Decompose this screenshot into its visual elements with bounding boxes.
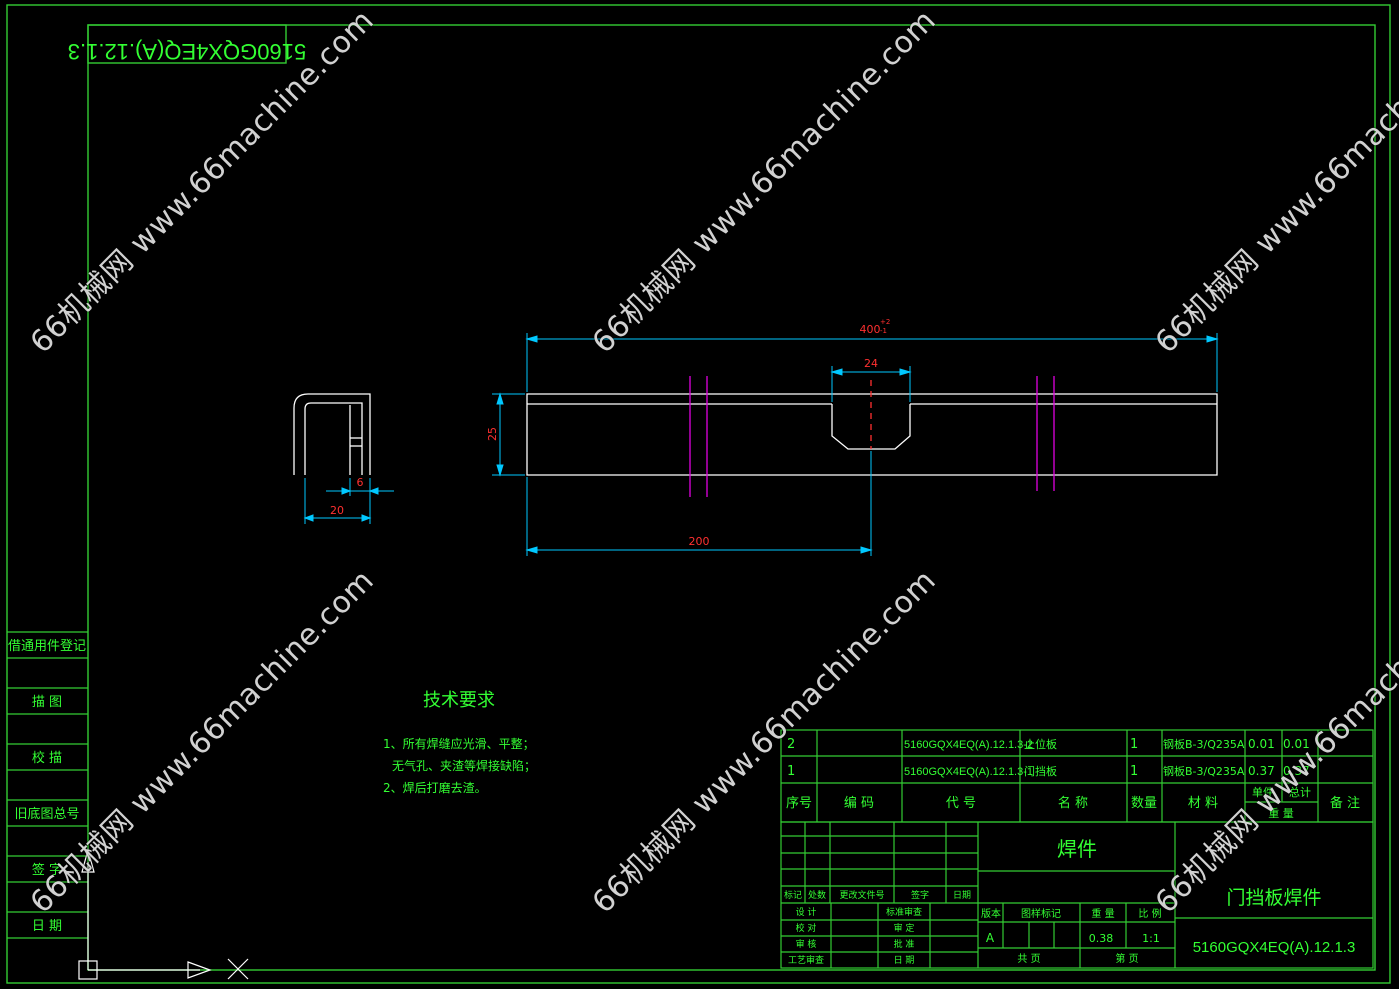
- dim-height: 25: [486, 427, 499, 441]
- stage-header: 图样标记: [1021, 907, 1061, 920]
- notes-title: 技术要求: [423, 690, 495, 711]
- header-remark: 备 注: [1330, 795, 1360, 811]
- title-strip-text: 5160GQX4EQ(A).12.1.3: [68, 39, 306, 64]
- title-block-text: 焊件 门挡板焊件 5160GQX4EQ(A).12.1.3: [1057, 837, 1355, 956]
- stage-header: 比 例: [1138, 907, 1161, 920]
- side-stamp-column: [7, 631, 88, 939]
- outer-border: [6, 4, 1391, 984]
- header-drawing-no: 代 号: [946, 796, 976, 811]
- bom-name: 门挡板: [1024, 764, 1057, 778]
- sign-label: 设 计: [796, 906, 817, 918]
- sign-label: 工艺审查: [788, 954, 824, 966]
- header-code: 编 码: [844, 796, 874, 811]
- drawing-frame: [6, 4, 1391, 984]
- sign-labels: 设 计 校 对 审 核 工艺审查 标准审查 审 定 批 准 日 期: [788, 906, 922, 966]
- sign-label: 标准审查: [886, 906, 922, 918]
- rev-label: 处数: [808, 889, 826, 901]
- rev-label: 日期: [953, 890, 971, 901]
- ucs-origin-box: [78, 960, 98, 980]
- header-name: 名 称: [1058, 795, 1088, 811]
- bom-total-wt: 0.01: [1283, 737, 1310, 751]
- stamp-label: 描 图: [32, 695, 62, 710]
- table-row: 1 5160GQX4EQ(A).12.1.3-1 门挡板 1 钢板B-3/Q23…: [787, 764, 1310, 779]
- header-total: 总计: [1289, 785, 1311, 799]
- sign-label: 审 核: [796, 938, 817, 950]
- bom-seq: 2: [787, 737, 795, 752]
- dim-slot-position: 200: [689, 535, 710, 548]
- bom-unit-wt: 0.01: [1248, 737, 1275, 751]
- dim-side-width: 20: [330, 504, 344, 517]
- title-block: [780, 821, 1374, 969]
- table-row: 2 5160GQX4EQ(A).12.1.3-2 止位板 1 钢板B-3/Q23…: [787, 737, 1310, 752]
- title-drawing-no: 5160GQX4EQ(A).12.1.3: [1193, 939, 1356, 956]
- notes-line-2: 无气孔、夹渣等焊接缺陷；: [392, 758, 536, 773]
- sign-label: 校 对: [796, 922, 817, 934]
- bom-rows: 2 5160GQX4EQ(A).12.1.3-2 止位板 1 钢板B-3/Q23…: [787, 737, 1310, 779]
- dim-length-tol-upper: +2: [880, 318, 890, 326]
- stamp-label: 校 描: [32, 750, 62, 766]
- side-stamp-labels: 借通用件登记 描 图 校 描 旧底图总号 签 字 日 期: [8, 639, 86, 934]
- sign-label: 审 定: [894, 922, 915, 934]
- rev-label: 签字: [911, 889, 929, 901]
- dim-side-lip: 6: [357, 476, 364, 489]
- bom-material: 钢板B-3/Q235A: [1163, 764, 1245, 778]
- bom-drawing-no: 5160GQX4EQ(A).12.1.3-2: [904, 739, 1033, 751]
- title-strip-box: [87, 24, 287, 64]
- ucs-icon: [78, 847, 212, 980]
- part-type: 焊件: [1057, 837, 1097, 861]
- dim-overall-length: 400 +2 -1: [860, 318, 891, 336]
- bom-total-wt: 0.37: [1283, 764, 1310, 778]
- stamp-label: 旧底图总号: [14, 806, 79, 822]
- bom-headers: 序号 编 码 代 号 名 称 数量 材 料 单件 总计 重 量 备 注: [786, 785, 1360, 820]
- dim-slot-width: 24: [864, 357, 878, 370]
- part-name: 门挡板焊件: [1226, 887, 1321, 909]
- notes-line-3: 2、焊后打磨去渣。: [383, 780, 487, 795]
- dim-length-tol-lower: -1: [880, 327, 887, 335]
- dim-length-value: 400: [860, 323, 881, 336]
- inner-border: [87, 24, 1376, 971]
- header-seq: 序号: [786, 796, 812, 811]
- header-unit: 单件: [1252, 786, 1274, 799]
- bom-name: 止位板: [1024, 737, 1057, 751]
- revision-labels: 标记 处数 更改文件号 签字 日期: [784, 889, 971, 901]
- stage-cells: 版本 图样标记 重 量 比 例 A 0.38 1:1 共 页 第 页: [981, 907, 1162, 965]
- bom-qty: 1: [1130, 764, 1138, 779]
- rev-label: 标记: [784, 889, 802, 901]
- bom-drawing-no: 5160GQX4EQ(A).12.1.3-1: [904, 766, 1033, 778]
- crosshair-cursor-icon: [227, 958, 249, 980]
- stage-header: 版本: [981, 907, 1001, 920]
- side-view-dimensions: [303, 478, 394, 524]
- notes-line-1: 1、所有焊缝应光滑、平整；: [383, 736, 535, 751]
- front-view-dimensions: [492, 333, 1219, 556]
- sheets-total: 共 页: [1017, 953, 1040, 965]
- scale-value: 1:1: [1142, 932, 1160, 945]
- technical-notes: 技术要求 1、所有焊缝应光滑、平整； 无气孔、夹渣等焊接缺陷； 2、焊后打磨去渣…: [383, 690, 536, 795]
- header-weight: 重 量: [1268, 806, 1294, 820]
- bom-unit-wt: 0.37: [1248, 764, 1275, 778]
- side-view: [293, 393, 371, 475]
- center-lines: [689, 376, 1055, 497]
- sign-label: 批 准: [894, 938, 915, 950]
- header-material: 材 料: [1188, 796, 1218, 811]
- stamp-label: 签 字: [32, 862, 62, 878]
- sign-label: 日 期: [894, 955, 915, 966]
- rev-label: 更改文件号: [839, 889, 884, 901]
- front-view: [526, 393, 1218, 476]
- header-qty: 数量: [1131, 796, 1157, 811]
- weight-value: 0.38: [1089, 932, 1114, 945]
- stamp-label: 日 期: [32, 919, 62, 934]
- stamp-label: 借通用件登记: [8, 639, 86, 654]
- stage-value: A: [986, 931, 995, 945]
- bom-qty: 1: [1130, 737, 1138, 752]
- sheet-no: 第 页: [1115, 952, 1138, 965]
- bom-material: 钢板B-3/Q235A: [1163, 737, 1245, 751]
- bom-seq: 1: [787, 764, 795, 779]
- stage-header: 重 量: [1091, 907, 1114, 920]
